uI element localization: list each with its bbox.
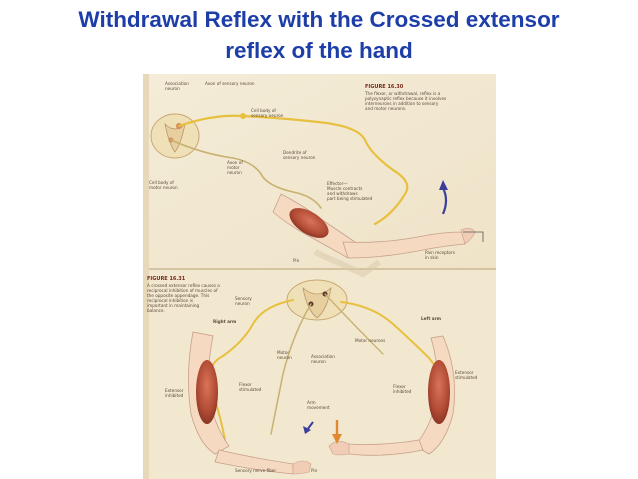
- caption-bottom-line-6: balance.: [147, 308, 165, 313]
- label-effector-2: Muscle contracts: [327, 186, 362, 191]
- spinal-cord-top: [150, 113, 200, 159]
- caption-top-line-4: and motor neurons.: [365, 106, 406, 111]
- label-flexor-stimulated-2: stimulated: [239, 387, 262, 392]
- label-axon-sensory: Axon of sensory neuron: [205, 81, 255, 86]
- label-extensor-inhibited-1: Extensor: [165, 388, 184, 393]
- binding-shadow: [143, 74, 149, 479]
- label-flexor-inhibited-1: Flexor: [393, 384, 406, 389]
- slide-title: Withdrawal Reflex with the Crossed exten…: [0, 4, 638, 66]
- caption-bottom-line-3: the opposite appendage. This: [147, 293, 209, 298]
- figure-16-31-label: FIGURE 16.31: [147, 276, 186, 282]
- label-effector-3: and withdraws: [327, 191, 358, 196]
- movement-arrow-top: [441, 187, 448, 215]
- caption-top-line-2: polysynaptic reflex because it involves: [365, 96, 446, 101]
- bottom-figure-labels: Sensory neuron Right arm Left arm Motor …: [165, 296, 478, 473]
- textbook-figure-scan: Association neuron Axon of sensory neuro…: [143, 74, 496, 479]
- label-extensor-stimulated-1: Extensor: [455, 370, 474, 375]
- label-cell-body-sensory-2: sensory neuron: [251, 113, 284, 118]
- caption-bottom-line-1: A crossed extensor reflex causes a: [147, 283, 220, 288]
- label-pain-receptor-2: in skin: [425, 255, 439, 260]
- label-sensory-nerve-fiber: Sensory nerve fiber: [235, 468, 276, 473]
- label-association-neuron-b-1: Association: [311, 354, 335, 359]
- figure-16-30-caption: The flexor, or withdrawal, reflex is a p…: [364, 91, 446, 111]
- label-pain-receptor-1: Pain receptors: [425, 250, 455, 255]
- label-cell-body-sensory-1: Cell body of: [251, 108, 276, 113]
- right-arm-bottom: [188, 331, 294, 475]
- label-effector-4: part being stimulated: [327, 196, 373, 201]
- figure-16-30-label: FIGURE 16.30: [365, 84, 404, 90]
- label-cell-body-motor-2: motor neuron: [149, 185, 178, 190]
- label-pin-bottom: Pin: [311, 468, 318, 473]
- label-cell-body-motor-1: Cell body of: [149, 180, 174, 185]
- label-axon-motor-2: motor: [227, 165, 240, 170]
- caption-bottom-line-4: reciprocal inhibition is: [147, 298, 193, 303]
- label-extensor-stimulated-2: stimulated: [455, 375, 478, 380]
- caption-top-line-1: The flexor, or withdrawal, reflex is a: [364, 91, 441, 96]
- label-axon-motor-3: neuron: [227, 170, 242, 175]
- label-sensory-neuron-1: Sensory: [235, 296, 252, 301]
- arm-movement-arrowhead: [303, 426, 311, 434]
- label-association-neuron-2: neuron: [165, 86, 180, 91]
- caption-bottom-line-5: important in maintaining: [147, 303, 199, 308]
- left-arm-bottom: [346, 335, 455, 456]
- label-flexor-inhibited-2: inhibited: [393, 389, 412, 394]
- label-sensory-neuron-2: neuron: [235, 301, 250, 306]
- label-right-arm: Right arm: [213, 319, 237, 324]
- title-line-1: Withdrawal Reflex with the Crossed exten…: [78, 7, 560, 32]
- label-extensor-inhibited-2: inhibited: [165, 393, 184, 398]
- movement-arrowhead-top: [439, 180, 448, 190]
- spinal-cord-bottom: [286, 279, 348, 321]
- label-motor-neuron-2: neuron: [277, 355, 292, 360]
- label-dendrite-sensory-1: Dendrite of: [283, 150, 307, 155]
- arm-top: [272, 193, 484, 278]
- label-arm-movement-1: Arm: [307, 400, 316, 405]
- label-association-neuron-b-2: neuron: [311, 359, 326, 364]
- title-line-2: reflex of the hand: [225, 38, 413, 63]
- label-left-arm: Left arm: [421, 316, 442, 321]
- top-figure-labels: Association neuron Axon of sensory neuro…: [149, 81, 455, 263]
- neuron-pathway-top: [170, 113, 409, 226]
- caption-top-line-3: interneurons in addition to sensory: [365, 101, 439, 106]
- label-motor-neurons: Motor neurons: [355, 338, 385, 343]
- label-association-neuron-1: Association: [165, 81, 189, 86]
- figure-16-31-caption: A crossed extensor reflex causes a recip…: [147, 283, 220, 313]
- label-dendrite-sensory-2: sensory neuron: [283, 155, 316, 160]
- label-pin-top: Pin: [293, 258, 300, 263]
- figure-illustration: Association neuron Axon of sensory neuro…: [143, 74, 496, 479]
- label-arm-movement-2: movement: [307, 405, 330, 410]
- label-motor-neuron-1: Motor: [277, 350, 289, 355]
- label-axon-motor-1: Axon of: [227, 160, 243, 165]
- orange-arrowhead: [332, 434, 342, 444]
- label-effector-1: Effector—: [327, 181, 348, 186]
- caption-bottom-line-2: reciprocal inhibition of muscles of: [147, 288, 218, 293]
- hands-bottom: [292, 441, 350, 475]
- label-flexor-stimulated-1: Flexor: [239, 382, 252, 387]
